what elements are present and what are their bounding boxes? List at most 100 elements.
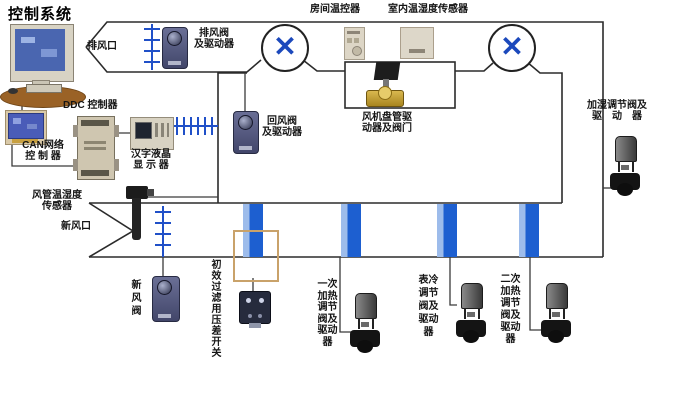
- valve-nut: [621, 165, 629, 170]
- cooling-coil-bar: [437, 204, 457, 257]
- label-fresh-damper: 新风阀: [131, 280, 142, 317]
- valve-actuator-cap: [461, 283, 483, 309]
- valve-nut: [467, 312, 475, 317]
- thermostat-display: [347, 31, 360, 34]
- valve-bulge: [617, 183, 633, 196]
- probe-head: [126, 186, 148, 199]
- label-cooling-valve: 表冷调节阀及驱动器: [418, 275, 439, 338]
- label-indoor-sensor: 室内温湿度传感器: [388, 4, 468, 15]
- label-ddc: DDC 控制器: [63, 100, 118, 111]
- switch-base: [249, 323, 261, 328]
- chip: [27, 124, 37, 129]
- valve-bulge: [463, 330, 479, 343]
- vent-strip: [81, 120, 109, 126]
- mouse: [8, 88, 18, 94]
- label-room-thermostat: 房间温控器: [310, 4, 360, 15]
- switch-port: [246, 298, 251, 303]
- indoor-sensor-unit: [400, 27, 434, 59]
- valve-nut: [552, 312, 560, 317]
- humidifier-valve: [610, 136, 640, 198]
- cooling-valve: [456, 283, 486, 345]
- valve-bulge: [548, 330, 564, 343]
- monitor: [10, 24, 74, 82]
- label-duct-sensor: 风管温湿度 传感器: [32, 190, 82, 212]
- label-exhaust-vent: 排风口: [87, 41, 117, 52]
- flex-connector-icon: [172, 117, 218, 135]
- label-fan-coil: 风机盘管驱 动器及阀门: [362, 112, 412, 134]
- label-lcd: 汉字液晶 显 示 器: [131, 149, 171, 171]
- mount-flange: [114, 159, 119, 171]
- vent-strip: [81, 170, 109, 176]
- duct-probe-sensor: [126, 186, 154, 240]
- thermostat-button: [347, 38, 352, 43]
- valve-actuator-cap: [546, 283, 568, 309]
- valve-actuator-cap: [615, 136, 637, 162]
- fresh-damper-actuator: [152, 276, 180, 322]
- label-filter-switch: 初效过滤用压差开关: [211, 260, 222, 359]
- label-primary-heating-valve: 一次加热调节阀及驱动器: [317, 279, 338, 348]
- exhaust-duct-bottom: [85, 46, 262, 73]
- actuator-label: [239, 146, 252, 150]
- ddc-controller-unit: [73, 116, 119, 180]
- switch-port: [259, 298, 264, 303]
- primary-heating-coil-bar: [341, 204, 361, 257]
- fan2-inlet: [455, 62, 494, 72]
- label-humidifier-valve: 加湿调节阀及 驱 动 器: [587, 100, 647, 122]
- exhaust-fan-icon: ✕: [261, 24, 309, 72]
- keypad: [155, 123, 169, 137]
- valve-actuator-cap: [355, 293, 377, 319]
- valve-yoke: [464, 308, 480, 319]
- screen-detail: [21, 37, 35, 43]
- fresh-damper-icon: [155, 206, 171, 257]
- supply-fan-icon: ✕: [488, 24, 536, 72]
- thermostat-dial: [352, 46, 362, 56]
- ahu-box-left: [217, 72, 247, 203]
- actuator-knob: [157, 280, 172, 295]
- control-workstation: [0, 20, 90, 108]
- fan1-outlet: [302, 59, 345, 72]
- secondary-heating-valve: [541, 283, 571, 345]
- wire-can-ddc: [11, 140, 77, 167]
- exhaust-duct-top: [85, 21, 604, 257]
- actuator-label: [158, 314, 171, 318]
- fan-coil-valve: [366, 62, 404, 110]
- mount-flange: [73, 125, 78, 137]
- label-can: CAN网络 控 制 器: [22, 140, 64, 162]
- valve-bulge: [357, 340, 373, 353]
- keyboard: [26, 84, 62, 93]
- exhaust-damper-actuator: [162, 27, 188, 69]
- fan2-outlet: [526, 61, 563, 203]
- label-fresh-vent: 新风口: [61, 221, 91, 232]
- label-secondary-heating-valve: 二次加热调节阀及驱动器: [500, 274, 521, 345]
- lcd-display-unit: [130, 117, 174, 150]
- wire-valve3: [529, 257, 542, 331]
- can-network-card: [5, 110, 47, 145]
- valve-stem: [383, 79, 389, 88]
- thermostat-button: [354, 38, 359, 43]
- chip: [13, 118, 21, 124]
- page-title: 控制系统: [8, 6, 73, 23]
- return-damper-actuator: [233, 111, 259, 154]
- valve-actuator-head: [373, 62, 401, 80]
- secondary-heating-coil-bar: [519, 204, 539, 257]
- valve-yoke: [549, 308, 565, 319]
- label-return-damper: 回风阀 及驱动器: [262, 116, 302, 138]
- valve-nut: [361, 322, 369, 327]
- actuator-knob: [167, 31, 182, 46]
- switch-dot: [258, 314, 262, 318]
- valve-yoke: [618, 161, 634, 172]
- valve-yoke: [358, 318, 374, 329]
- probe-rod: [132, 198, 141, 240]
- monitor-screen: [15, 29, 65, 71]
- label-strip: [84, 141, 106, 144]
- lcd-screen: [135, 122, 152, 139]
- exhaust-damper-icon: [144, 24, 160, 70]
- wire-valve1: [339, 257, 351, 333]
- primary-heating-valve: [350, 293, 380, 355]
- mount-flange: [73, 159, 78, 171]
- actuator-knob: [238, 115, 253, 130]
- mount-flange: [114, 125, 119, 137]
- wire-valve2: [449, 257, 457, 306]
- edge-connector: [12, 139, 38, 143]
